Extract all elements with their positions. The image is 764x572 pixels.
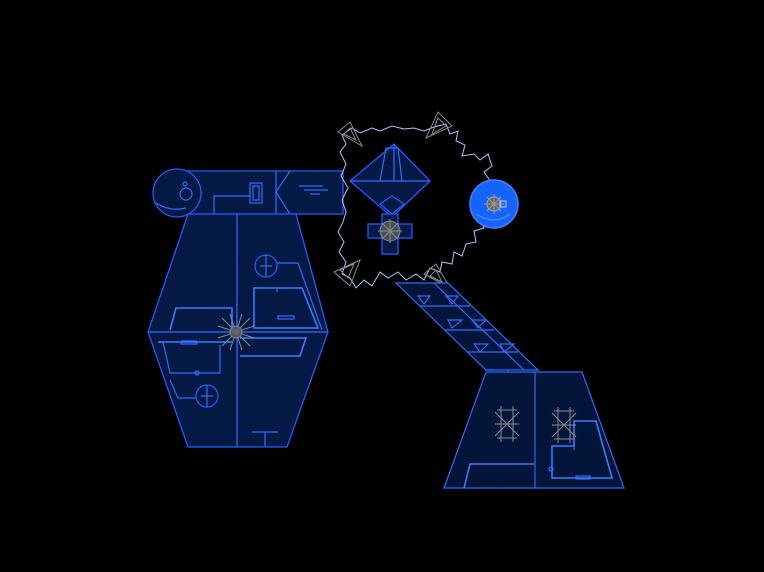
- ramp-chevrons-icon: [416, 295, 516, 353]
- ghost-turret-base-left[interactable]: [494, 406, 520, 442]
- shielded-ship[interactable]: [337, 123, 493, 289]
- ghost-turret-icon: [551, 407, 577, 443]
- ship-fins: [350, 144, 430, 182]
- ghost-drone-icon: [424, 111, 453, 140]
- body-antenna-icon: [252, 431, 278, 446]
- ramp-segments: [420, 282, 525, 371]
- compartment-right-vent: [277, 315, 295, 320]
- ghost-drone-icon: [333, 259, 361, 287]
- ship-ghost-cross-icon: [378, 219, 402, 243]
- ship-prow: [378, 195, 406, 215]
- base-compartment-left: [463, 463, 534, 489]
- energy-orb[interactable]: [469, 179, 519, 229]
- right-structure[interactable]: [394, 282, 625, 489]
- ghost-drone-se[interactable]: [423, 263, 452, 290]
- compartment-right-marks: [253, 288, 278, 316]
- pivot-curve: [155, 202, 187, 210]
- left-station[interactable]: [147, 168, 344, 448]
- arm-pivot-dome: [152, 168, 202, 218]
- orb-ghost-cross-icon: [484, 194, 504, 214]
- arm-joint: [275, 170, 291, 215]
- arm-conduit: [213, 195, 250, 214]
- reactor-feed: [277, 262, 323, 331]
- ghost-drone-sw[interactable]: [333, 259, 361, 287]
- base-vent: [575, 475, 591, 480]
- orb-port-icon: [499, 200, 507, 208]
- pivot-core-icon: [179, 187, 193, 201]
- ghost-turret-icon: [494, 406, 520, 442]
- arm-vent-icon: [299, 185, 328, 195]
- ghost-drone-nw[interactable]: [337, 121, 364, 148]
- arm-hatch: [249, 182, 263, 204]
- lower-duct: [169, 379, 196, 399]
- base-node-icon: [548, 466, 554, 472]
- ghost-drone-icon: [337, 121, 364, 148]
- left-station-arm: [187, 170, 344, 215]
- compartment-lower-rail: [158, 337, 308, 357]
- orb-glint: [475, 213, 511, 221]
- pipe-node-icon: [194, 370, 200, 376]
- energy-shield: [337, 123, 493, 289]
- pivot-light-icon: [182, 181, 188, 187]
- ghost-drone-icon: [423, 263, 452, 290]
- ghost-turret-left[interactable]: [217, 313, 255, 351]
- lower-reactor-cross: [201, 385, 213, 407]
- ghost-drone-ne[interactable]: [424, 111, 453, 140]
- ghost-turret-base-right[interactable]: [551, 407, 577, 443]
- arm-hatch-inner: [252, 185, 260, 201]
- compartment-vent: [180, 340, 198, 345]
- ghost-turret-core-icon: [229, 325, 243, 339]
- upper-reactor-cross: [260, 255, 272, 277]
- base-hull: [443, 371, 625, 489]
